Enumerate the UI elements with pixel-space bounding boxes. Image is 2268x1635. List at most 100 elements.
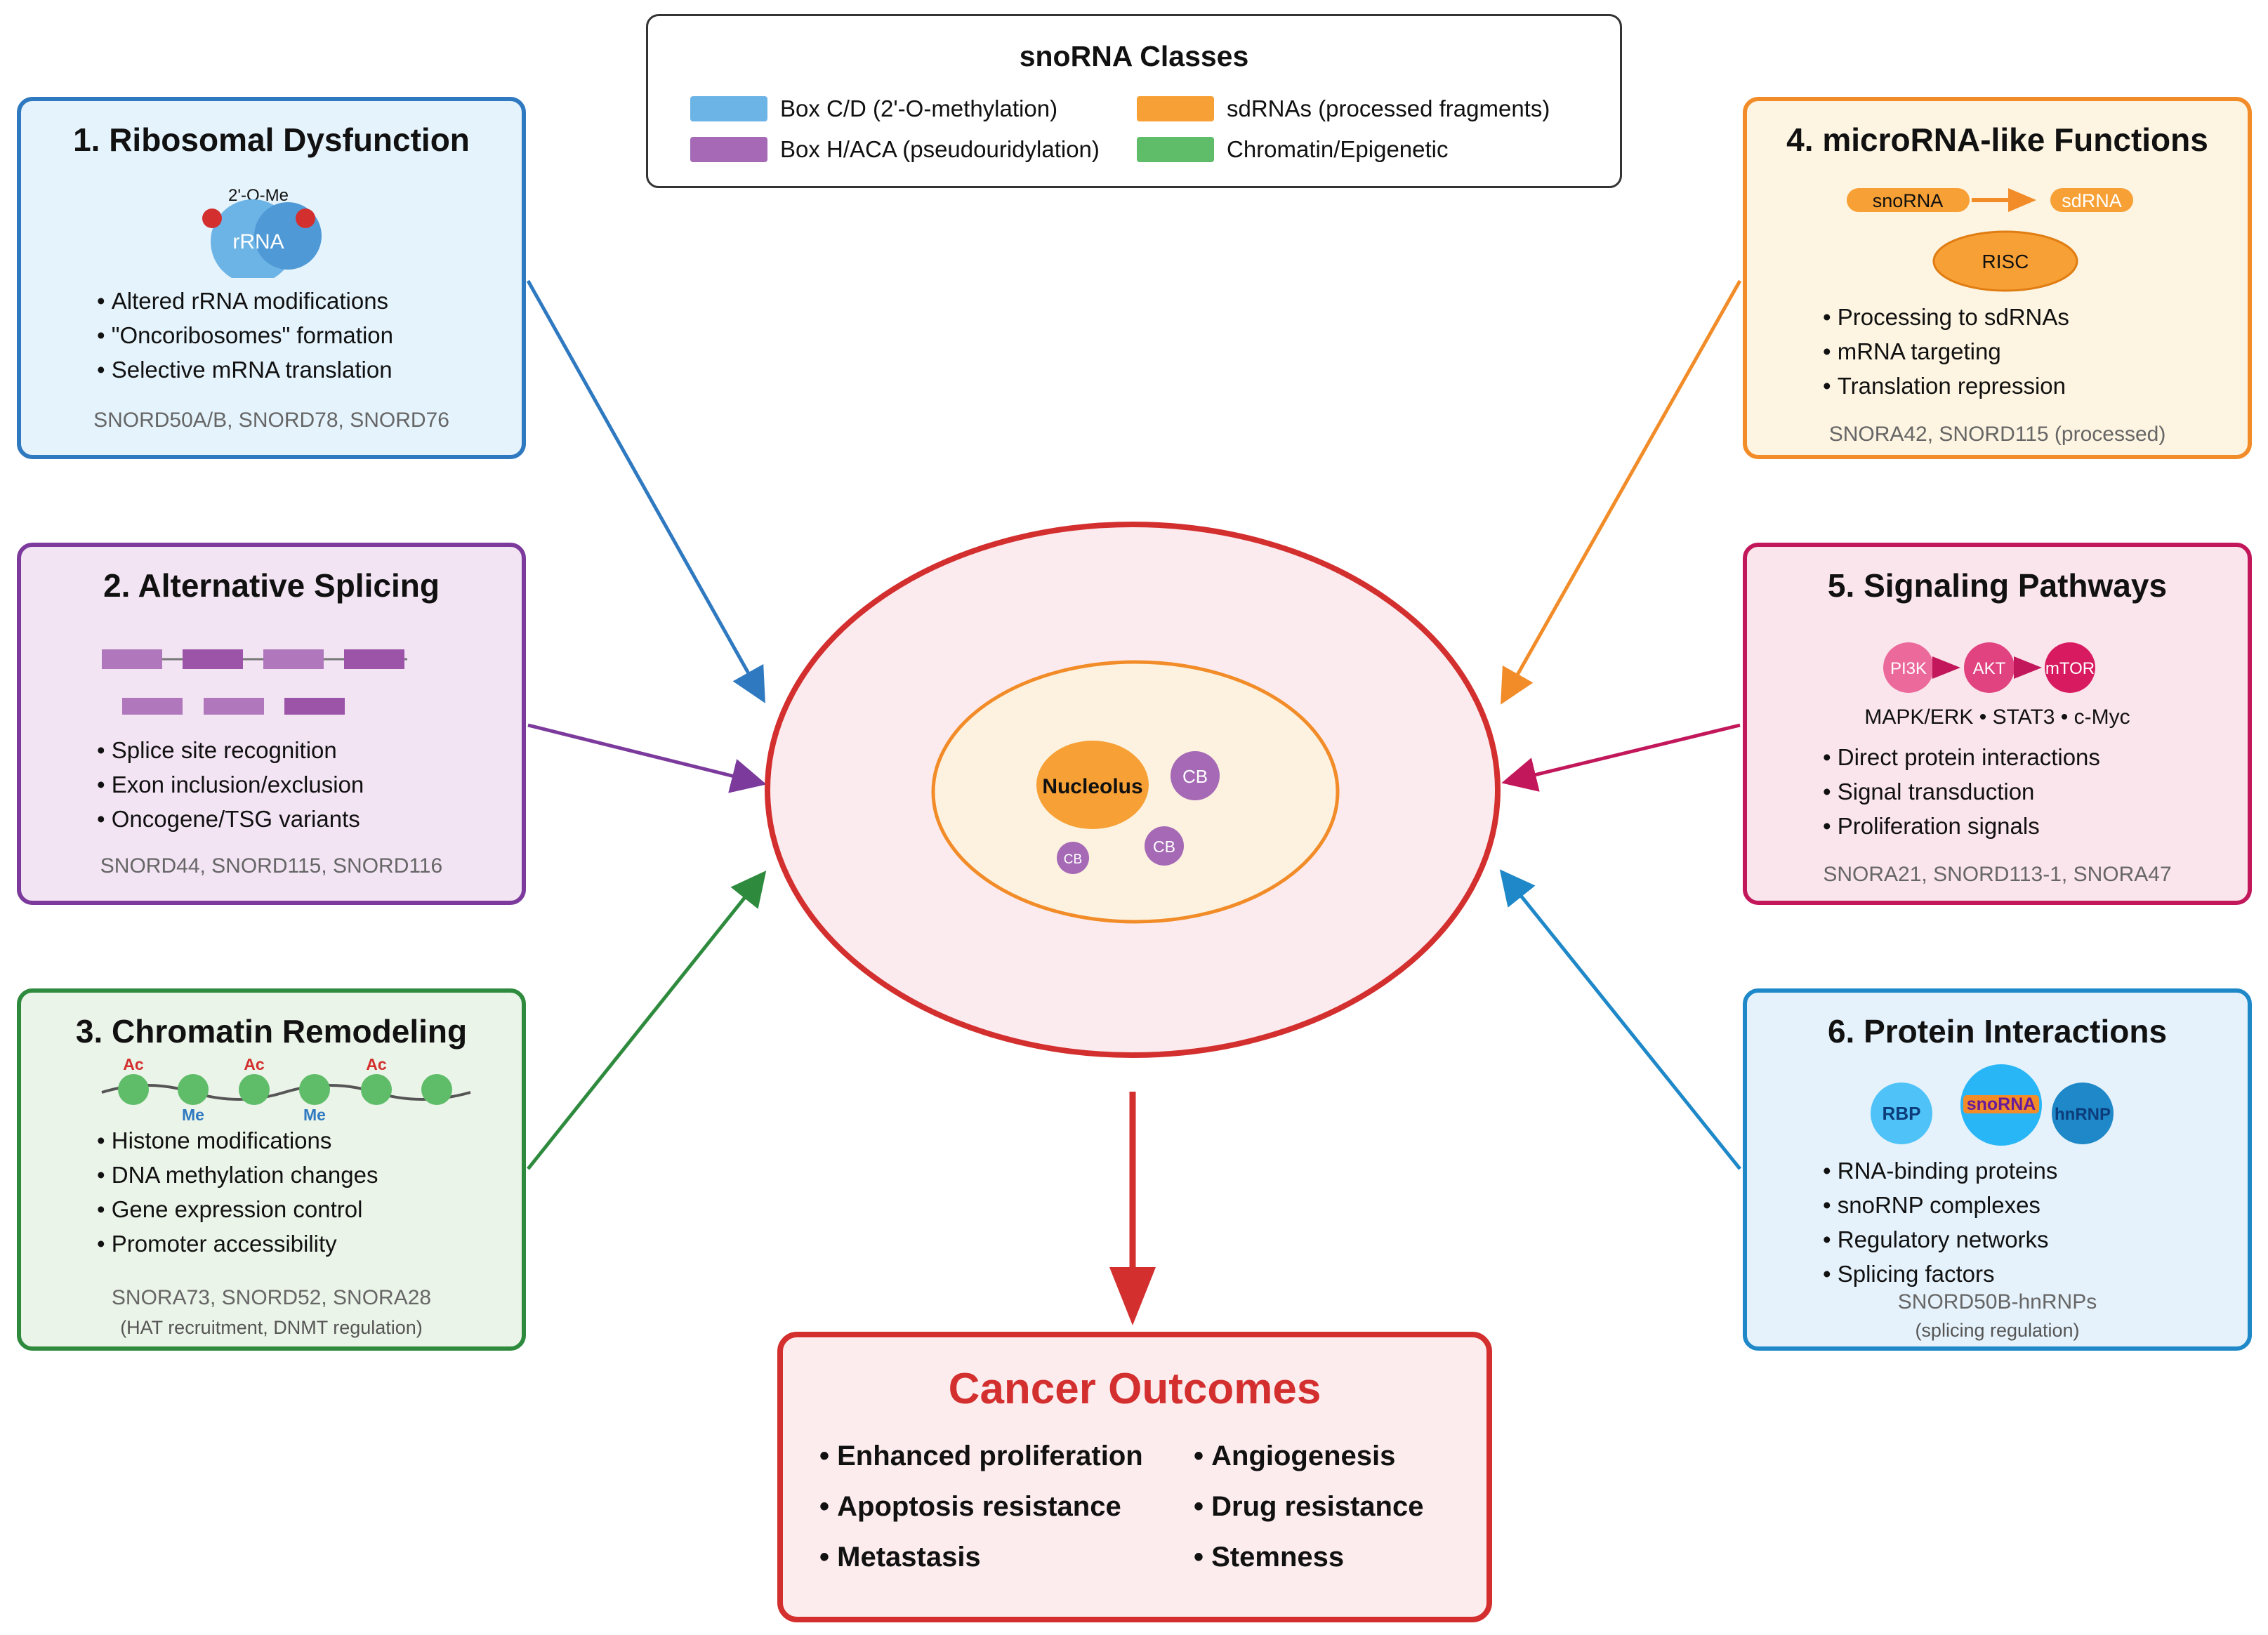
bullet-item: "Oncoribosomes" formation [97, 318, 508, 352]
pathway-icon: PI3K AKT mTOR [1883, 642, 2095, 693]
bullet-item: Proliferation signals [1823, 809, 2234, 843]
arrow-signaling [1501, 723, 1741, 792]
outcomes-right-list: Angiogenesis Drug resistance Stemness [1194, 1431, 1423, 1582]
bullet-item: Oncogene/TSG variants [97, 802, 508, 836]
gene-list: SNORD50A/B, SNORD78, SNORD76 [93, 409, 449, 432]
bullet-list: Altered rRNA modifications "Oncoribosome… [97, 284, 508, 387]
arrow-protein [1499, 869, 1741, 1170]
bullet-item: Exon inclusion/exclusion [97, 767, 508, 802]
arrow-splicing [527, 723, 767, 793]
arrow-microrna [1501, 279, 1742, 705]
gene-list: SNORD44, SNORD115, SNORD116 [100, 854, 443, 878]
rrna-label: rRNA [232, 230, 284, 253]
gene-list: SNORA73, SNORD52, SNORA28 [111, 1286, 432, 1309]
bullet-item: Histone modifications [97, 1123, 508, 1158]
panel-title: 3. Chromatin Remodeling [75, 1013, 468, 1050]
bullet-list: Splice site recognition Exon inclusion/e… [97, 733, 508, 836]
outcome-item: Apoptosis resistance [819, 1481, 1143, 1532]
gene-note: (splicing regulation) [1915, 1320, 2080, 1341]
legend-swatch [1137, 137, 1214, 162]
bullet-item: Regulatory networks [1823, 1222, 2234, 1257]
methyl-label: Me [303, 1106, 326, 1120]
hnrnp-label: hnRNP [2055, 1105, 2111, 1124]
rrna-icon: 2'-O-Me rRNA [202, 186, 322, 278]
bullet-item: Signal transduction [1823, 774, 2234, 809]
bullet-item: Splice site recognition [97, 733, 508, 767]
bullet-list: Histone modifications DNA methylation ch… [97, 1123, 508, 1261]
cajal-body-label: CB [1182, 766, 1208, 787]
cajal-body-label: CB [1064, 852, 1082, 867]
bullet-item: Processing to sdRNAs [1823, 300, 2234, 334]
legend-label: Chromatin/Epigenetic [1227, 136, 1449, 162]
gene-list: SNORA42, SNORD115 (processed) [1828, 423, 2166, 446]
outcome-item: Enhanced proliferation [819, 1431, 1143, 1481]
outcome-item: Stemness [1194, 1532, 1423, 1582]
cajal-body [1057, 842, 1089, 874]
panel-ribosomal-dysfunction: 1. Ribosomal Dysfunction 2'-O-Me rRNA Al… [17, 97, 526, 459]
acetyl-label: Ac [244, 1055, 265, 1073]
akt-label: AKT [1973, 659, 2006, 678]
panel-alternative-splicing: 2. Alternative Splicing Splice site reco… [17, 543, 526, 905]
bullet-item: snoRNP complexes [1823, 1188, 2234, 1222]
outcomes-title: Cancer Outcomes [948, 1365, 1321, 1413]
acetyl-label: Ac [123, 1055, 144, 1073]
panel-protein-interactions: 6. Protein Interactions RBP snoRNA hnRNP… [1743, 988, 2252, 1351]
bullet-list: Direct protein interactions Signal trans… [1823, 740, 2234, 843]
risc-label: RISC [1982, 251, 2029, 272]
bullet-item: DNA methylation changes [97, 1158, 508, 1192]
gene-note: (HAT recruitment, DNMT regulation) [120, 1317, 423, 1338]
snorna-label: snoRNA [1873, 190, 1944, 211]
panel-chromatin-remodeling: 3. Chromatin Remodeling Ac Ac Ac Me Me H… [17, 988, 526, 1351]
sdrna-label: sdRNA [2062, 190, 2122, 211]
outcome-item: Drug resistance [1194, 1481, 1423, 1532]
gene-list: SNORD50B-hnRNPs [1897, 1290, 2097, 1313]
outcome-item: Angiogenesis [1194, 1431, 1423, 1481]
gene-list: SNORA21, SNORD113-1, SNORA47 [1823, 863, 2172, 886]
methyl-label: Me [182, 1106, 204, 1120]
bullet-item: Selective mRNA translation [97, 352, 508, 387]
pi3k-label: PI3K [1890, 659, 1927, 678]
arrow-chromatin [527, 871, 767, 1170]
snorna-label: snoRNA [1967, 1094, 2036, 1114]
acetyl-label: Ac [366, 1055, 387, 1073]
cajal-body [1145, 826, 1184, 866]
cajal-body [1171, 751, 1220, 800]
legend-label: Box C/D (2'-O-methylation) [780, 95, 1058, 121]
panel-signaling-pathways: 5. Signaling Pathways PI3K AKT mTOR MAPK… [1743, 543, 2252, 905]
arrow-ribosomal [526, 279, 765, 703]
panel-title: 1. Ribosomal Dysfunction [73, 121, 470, 158]
bullet-item: Promoter accessibility [97, 1226, 508, 1261]
processing-icon: snoRNA sdRNA RISC [1847, 188, 2133, 292]
rbp-label: RBP [1883, 1103, 1921, 1124]
legend-swatch [1137, 96, 1214, 121]
bullet-list: RNA-binding proteins snoRNP complexes Re… [1823, 1153, 2234, 1291]
legend-swatch [690, 137, 767, 162]
bullet-item: Altered rRNA modifications [97, 284, 508, 318]
outcomes-left-list: Enhanced proliferation Apoptosis resista… [819, 1431, 1143, 1582]
bullet-list: Processing to sdRNAs mRNA targeting Tran… [1823, 300, 2234, 403]
mtor-label: mTOR [2045, 659, 2095, 678]
panel-title: 4. microRNA-like Functions [1786, 121, 2208, 158]
outcome-item: Metastasis [819, 1532, 1143, 1582]
cajal-body-label: CB [1153, 838, 1175, 856]
panel-microrna-functions: 4. microRNA-like Functions snoRNA sdRNA … [1743, 97, 2252, 459]
exon-icon [102, 649, 407, 715]
panel-title: 6. Protein Interactions [1827, 1013, 2168, 1050]
pathway-names: MAPK/ERK • STAT3 • c-Myc [1864, 706, 2130, 729]
panel-title: 2. Alternative Splicing [103, 567, 440, 604]
nucleolus [1036, 741, 1149, 829]
bullet-item: Gene expression control [97, 1192, 508, 1226]
panel-title: 5. Signaling Pathways [1827, 567, 2168, 604]
bullet-item: Direct protein interactions [1823, 740, 2234, 774]
nucleosome-icon: Ac Ac Ac Me Me [101, 1055, 471, 1120]
legend-swatch [690, 96, 767, 121]
protein-complex-icon: RBP snoRNA hnRNP [1871, 1064, 2114, 1146]
arrow-to-outcomes-head [1109, 1267, 1156, 1325]
legend-label: sdRNAs (processed fragments) [1227, 95, 1550, 121]
legend-title: snoRNA Classes [1019, 40, 1249, 72]
bullet-item: RNA-binding proteins [1823, 1153, 2234, 1188]
bullet-item: Splicing factors [1823, 1257, 2234, 1291]
bullet-item: mRNA targeting [1823, 334, 2234, 369]
nucleolus-label: Nucleolus [1042, 775, 1142, 798]
